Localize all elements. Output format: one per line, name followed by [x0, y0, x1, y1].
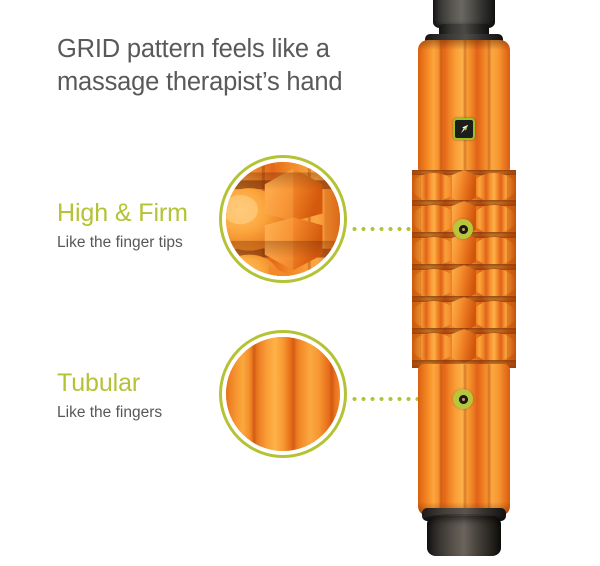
roller-bump-pattern — [412, 170, 516, 368]
magnifier-high-firm-image — [226, 162, 340, 276]
roller-upper-tube — [418, 40, 510, 174]
logo-arrow-glyph — [460, 124, 469, 134]
texture-raised-nubs — [226, 162, 340, 276]
callout-high-firm-subtitle: Like the finger tips — [57, 233, 183, 251]
triggerpoint-logo-icon — [453, 118, 475, 140]
magnifier-tubular-image — [226, 337, 340, 451]
callout-tubular: Tubular Like the fingers — [57, 369, 242, 421]
callout-tubular-subtitle: Like the fingers — [57, 403, 163, 421]
connector-line-high-firm — [350, 227, 456, 231]
roller-bottom-cap — [427, 516, 501, 556]
callout-tubular-title: Tubular — [57, 369, 141, 397]
roller-top-cap — [433, 0, 495, 28]
callout-high-firm-title: High & Firm — [57, 199, 188, 227]
marker-high-firm — [453, 219, 473, 239]
page-title: GRID pattern feels like a massage therap… — [57, 33, 397, 99]
callout-high-firm: High & Firm Like the finger tips — [57, 199, 242, 251]
magnifier-tubular — [219, 330, 347, 458]
headline-line-1: GRID pattern feels like a — [57, 35, 330, 64]
headline-line-2: massage therapist’s hand — [57, 68, 343, 97]
marker-tubular — [453, 389, 473, 409]
texture-tubular-ridges — [226, 337, 340, 451]
roller-grid-bump-section — [412, 170, 516, 368]
roller-lower-tube — [418, 364, 510, 516]
magnifier-high-firm — [219, 155, 347, 283]
foam-roller-product — [404, 0, 524, 566]
connector-line-tubular — [350, 397, 456, 401]
